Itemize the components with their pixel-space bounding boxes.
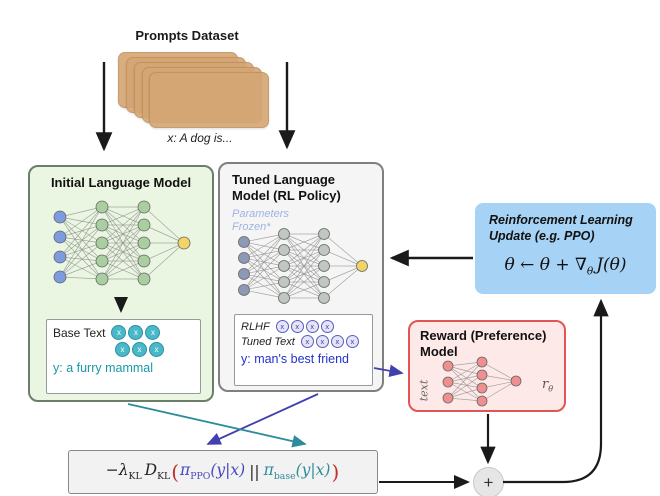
formula-segment: D [144,461,158,480]
token-icon: x [290,320,304,333]
reward-model-network-graphic [442,356,522,407]
initial-model-title: Initial Language Model [50,175,192,190]
tuned-model-network-graphic [238,228,368,304]
tuned-text-label: Tuned Text [241,335,295,348]
formula-segment: J(θ) [596,255,627,275]
formula-segment: −λ [105,461,129,480]
base-text-row: Base Text x x x [53,325,194,340]
tuned-text-row: Tuned Text x x x x [241,335,366,348]
arrow-initial-to-kl-formula [127,403,307,448]
formula-subscript: base [273,471,296,483]
token-icon: x [315,335,329,348]
formula-divider: || [249,463,260,481]
initial-model-output-text: y: a furry mammal [53,361,154,375]
formula-subscript: KL [128,471,142,483]
base-text-box: Base Text x x x x x x y: a furry mammal [46,319,201,394]
token-icon: x [345,335,359,348]
plus-node: + [473,467,504,496]
token-icon: x [320,320,334,333]
initial-language-model-box: Initial Language Model Base Text x x x x… [28,165,214,402]
prompt-example-text: x: A dog is... [167,131,233,145]
token-icon: x [300,335,314,348]
formula-segment: π [263,461,274,480]
reward-input-label: text [417,379,431,402]
token-icon: x [132,342,147,357]
tuned-text-box: RLHF x x x x Tuned Text x x x x y: man's… [234,314,373,386]
base-text-row-2: x x x [115,342,194,357]
token-icon: x [275,320,289,333]
formula-pi-ppo: πPPO(y|x) [180,461,245,482]
formula-close-paren: ) [331,460,340,484]
token-icon: x [145,325,161,340]
token-icon: x [128,325,144,340]
formula-subscript: θ [586,265,594,278]
token-icon: x [111,325,127,340]
prompts-dataset-label: Prompts Dataset [135,28,239,43]
tuned-model-output-text: y: man's best friend [241,352,349,366]
formula-subscript: PPO [190,471,211,483]
tuned-language-model-box: Tuned Language Model (RL Policy) Paramet… [218,162,384,392]
token-icon: x [305,320,319,333]
token-icon: x [149,342,164,357]
prompt-card [149,72,269,128]
base-text-label: Base Text [53,325,106,340]
formula-segment: π [180,461,191,480]
rlhf-label: RLHF [241,320,270,333]
rl-update-title: Reinforcement Learning Update (e.g. PPO) [489,213,633,243]
rlhf-row: RLHF x x x x [241,320,366,333]
tuned-model-title: Tuned Language Model (RL Policy) [232,172,341,204]
arrow-tuned-to-kl-formula [206,393,319,445]
prompts-card-stack [118,52,270,130]
reward-model-box: Reward (Preference) Model text rθ [408,320,566,412]
formula-segment: θ ← θ + ∇ [504,255,587,275]
initial-model-network-graphic [53,200,191,286]
token-icon: x [115,342,130,357]
rl-update-box: Reinforcement Learning Update (e.g. PPO)… [475,203,656,294]
formula-pi-base: πbase(y|x) [264,461,331,482]
formula-segment: (y|x) [210,461,246,480]
formula-segment: (y|x) [295,461,331,480]
parameters-frozen-note: Parameters Frozen* [232,208,289,234]
formula-open-paren: ( [171,460,180,484]
token-icon: x [330,335,344,348]
reward-output-label: rθ [542,377,553,394]
formula-subscript: θ [548,384,554,394]
formula-subscript: KL [157,471,171,483]
